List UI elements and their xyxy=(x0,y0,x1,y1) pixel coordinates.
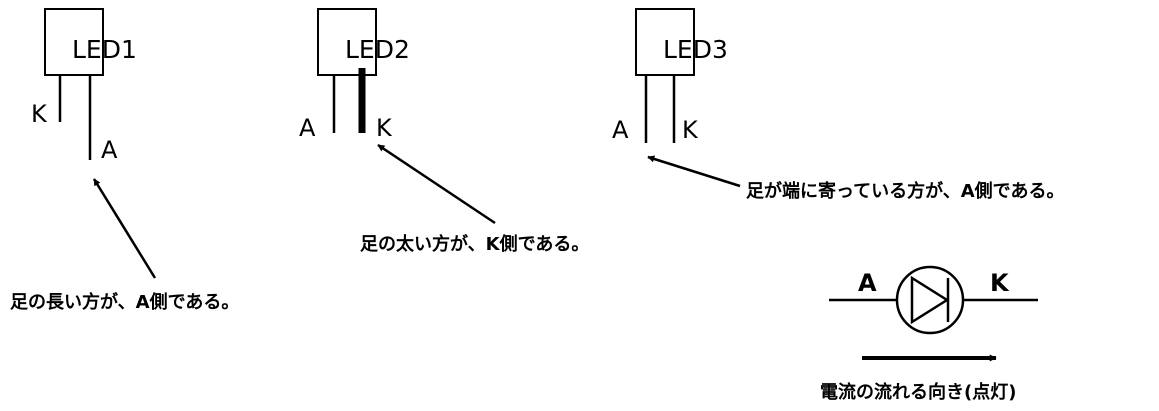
led2-pin-a: A xyxy=(299,114,316,142)
led2: LED2 A K xyxy=(299,8,410,142)
led3-body xyxy=(635,8,695,76)
led2-label: LED2 xyxy=(345,35,410,64)
current-direction-caption: 電流の流れる向き(点灯) xyxy=(820,381,1016,403)
diode-cathode-label: K xyxy=(990,269,1010,297)
diode-circle xyxy=(895,265,965,335)
led1-body xyxy=(44,8,104,76)
diode-symbol: A K xyxy=(829,265,1038,335)
diode-anode-label: A xyxy=(858,269,877,297)
arrow-thick-leg xyxy=(377,143,496,225)
led1-pin-a: A xyxy=(101,136,118,164)
led3-pin-a: A xyxy=(612,116,629,144)
note-edge-leg: 足が端に寄っている方が、A側である。 xyxy=(746,180,1065,202)
led3: LED3 A K xyxy=(612,8,728,144)
arrow-edge-leg xyxy=(647,155,741,188)
diode-triangle xyxy=(910,275,950,325)
led1-label: LED1 xyxy=(72,35,137,64)
led1: LED1 K A xyxy=(31,8,137,164)
led3-pin-k: K xyxy=(682,116,699,144)
note-long-leg: 足の長い方が、A側である。 xyxy=(10,291,239,313)
led3-label: LED3 xyxy=(663,35,728,64)
arrow-long-leg xyxy=(92,178,157,279)
led2-body xyxy=(317,8,377,76)
note-thick-leg: 足の太い方が、K側である。 xyxy=(360,233,589,255)
led2-pin-k: K xyxy=(376,114,393,142)
led1-pin-k: K xyxy=(31,100,48,128)
